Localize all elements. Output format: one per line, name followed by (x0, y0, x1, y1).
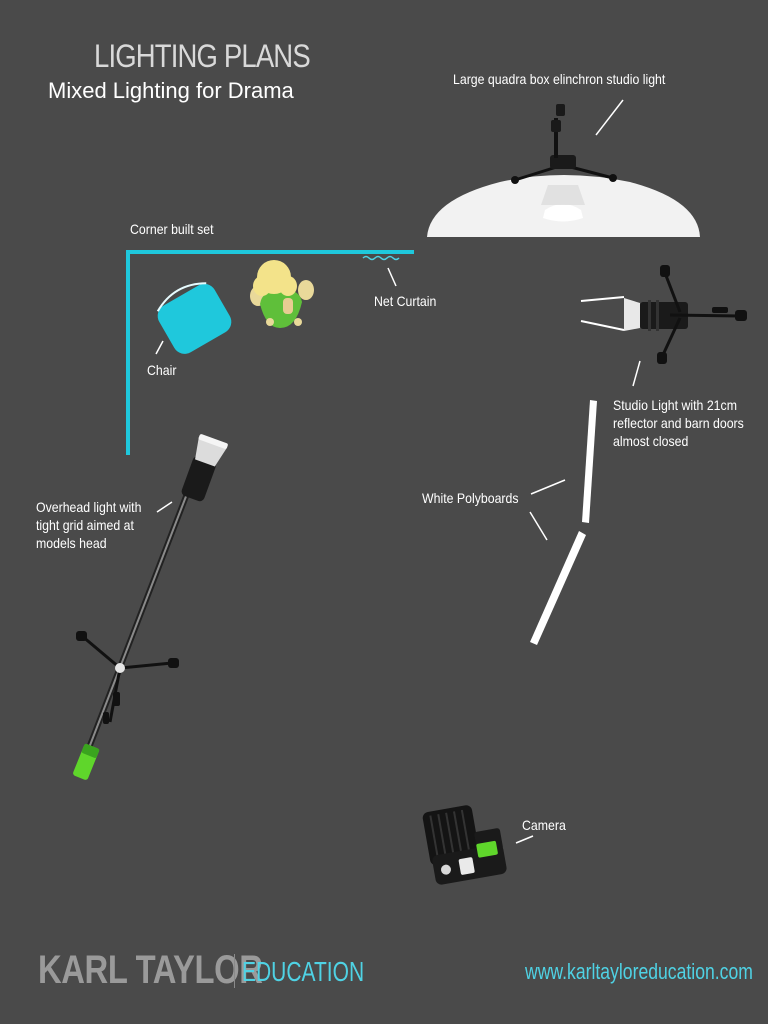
label-corner-set: Corner built set (130, 221, 214, 237)
softbox-light-icon (427, 104, 700, 237)
label-large-light: Large quadra box elinchron studio light (453, 71, 666, 87)
label-chair: Chair (147, 362, 177, 378)
label-camera: Camera (522, 817, 566, 833)
label-net-curtain: Net Curtain (374, 293, 437, 309)
label-overhead-light-line-3: models head (36, 535, 107, 551)
label-studio-light-line-1: Studio Light with 21cm (613, 397, 737, 413)
page-subtitle: Mixed Lighting for Drama (48, 78, 294, 103)
brand-divider (234, 954, 235, 988)
studio-light-icon (580, 265, 747, 364)
corner-set-walls (126, 250, 414, 455)
website-link[interactable]: www.karltayloreducation.com (525, 959, 753, 984)
label-overhead-light-line-2: tight grid aimed at (36, 517, 134, 533)
label-studio-light: Studio Light with 21cm reflector and bar… (613, 396, 744, 450)
label-overhead-light: Overhead light with tight grid aimed at … (36, 498, 141, 552)
overhead-boom-light-icon (73, 434, 228, 780)
net-curtain-icon (362, 255, 400, 261)
polyboards-icon (530, 400, 597, 645)
label-overhead-light-line-1: Overhead light with (36, 499, 142, 515)
label-studio-light-line-2: reflector and barn doors (613, 415, 744, 431)
label-polyboards: White Polyboards (422, 490, 519, 506)
page-title: LIGHTING PLANS (94, 38, 311, 74)
leader-lines (155, 99, 641, 844)
brand-name: KARL TAYLOR (38, 948, 263, 992)
brand-suffix: EDUCATION (242, 956, 365, 987)
model-figure-icon (250, 260, 314, 328)
label-studio-light-line-3: almost closed (613, 433, 689, 449)
camera-icon (422, 805, 507, 885)
chair-icon (156, 282, 232, 354)
